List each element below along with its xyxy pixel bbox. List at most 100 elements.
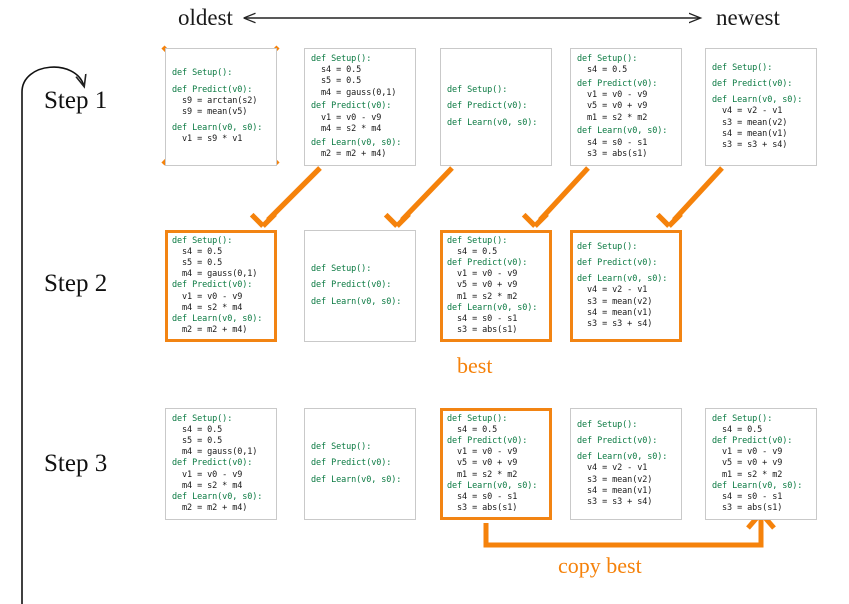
code-line: def Predict(v0): [172,280,253,291]
code-line: s4 = mean(v1) [577,307,653,318]
code-line: def Setup(): [712,413,773,424]
code-line: def Predict(v0): [712,436,793,446]
code-line: def Predict(v0): [712,78,793,89]
code-line: s3 = s3 + s4) [577,319,653,329]
code-line: v5 = v0 + v9 [577,101,648,112]
code-line: s3 = mean(v2) [712,117,788,128]
code-line: s3 = mean(v2) [577,296,653,307]
code-line: def Learn(v0, s0): [311,296,402,307]
code-line: s9 = mean(v5) [172,107,248,117]
code-line: def Predict(v0): [172,84,253,95]
code-line: m4 = gauss(0,1) [172,447,258,458]
code-line: s3 = abs(s1) [577,148,648,159]
code-line: def Predict(v0): [577,257,658,268]
code-line: m2 = m2 + m4) [172,503,248,514]
program-card[interactable]: def Setup(): def Predict(v0): s9 = arctan… [165,48,277,166]
code-line: def Learn(v0, s0): [577,274,668,285]
code-line: def Learn(v0, s0): [577,126,668,137]
code-line: def Predict(v0): [311,101,392,112]
code-line: m4 = gauss(0,1) [172,269,258,280]
code-line: m1 = s2 * m2 [712,469,783,480]
code-line: def Learn(v0, s0): [447,480,538,491]
program-card[interactable]: def Setup():def Predict(v0):def Learn(v0… [705,48,817,166]
program-card[interactable]: def Setup(): def Predict(v0): def Learn(v0… [304,230,416,342]
code-line: v1 = s9 * v1 [172,134,243,145]
code-line: s3 = s3 + s4) [712,140,788,150]
code-line: s4 = s0 - s1 [577,137,648,148]
code-line: s4 = 0.5 [172,246,223,257]
survival-arrow-1 [249,166,322,228]
code-line: v1 = v0 - v9 [577,90,648,101]
code-line: m4 = s2 * m4 [172,480,243,491]
code-line: def Learn(v0, s0): [172,492,263,503]
code-line: def Learn(v0, s0): [447,117,538,128]
code-line: def Setup(): [172,68,233,79]
code-line: s4 = s0 - s1 [712,492,783,503]
code-line: def Learn(v0, s0): [172,123,263,134]
best-annotation-label: best [457,353,493,378]
code-line: def Setup(): [311,442,372,453]
code-line: s4 = s0 - s1 [447,314,518,325]
code-line: def Setup(): [447,413,508,424]
program-card[interactable]: def Setup():def Predict(v0):def Learn(v0… [304,408,416,520]
program-card[interactable]: def Setup(): s4 = 0.5 s5 = 0.5 m4 = gaus… [165,230,277,342]
code-line: def Setup(): [311,264,372,275]
code-line: m4 = s2 * m4 [311,123,382,134]
code-line: m2 = m2 + m4) [311,148,387,159]
code-line: def Setup(): [577,54,638,64]
program-card[interactable]: def Setup(): s4 = 0.5 s5 = 0.5 m4 = gaus… [165,408,277,520]
code-line: m1 = s2 * m2 [447,291,518,302]
program-card[interactable]: def Setup(): s4 = 0.5 s5 = 0.5 m4 = gaus… [304,48,416,166]
code-line: def Predict(v0): [447,258,528,268]
code-line: m1 = s2 * m2 [447,469,518,480]
program-card[interactable]: def Setup():def Predict(v0):def Learn(v0… [570,408,682,520]
code-line: s4 = 0.5 [447,246,498,257]
code-line: v5 = v0 + v9 [712,458,783,469]
code-line: def Predict(v0): [311,458,392,469]
code-line: v1 = v0 - v9 [311,112,382,123]
code-line: v1 = v0 - v9 [447,269,518,280]
code-line: m4 = s2 * m4 [172,302,243,313]
code-line: def Setup(): [577,241,638,252]
code-line: v1 = v0 - v9 [712,447,783,458]
survival-arrow-2 [383,166,454,228]
code-line: v5 = v0 + v9 [447,458,518,469]
code-line: s4 = 0.5 [311,65,362,76]
code-line: def Setup(): [447,85,508,96]
code-line: s9 = arctan(s2) [172,95,258,106]
code-line: s4 = 0.5 [712,424,763,435]
code-line: s4 = 0.5 [447,424,498,435]
code-line: v5 = v0 + v9 [447,280,518,291]
code-line: s3 = abs(s1) [447,325,518,336]
code-line: s3 = mean(v2) [577,474,653,485]
step-label-3: Step 3 [44,450,108,477]
survival-arrow-3 [521,166,590,228]
code-line: m4 = gauss(0,1) [311,87,397,98]
code-line: s5 = 0.5 [172,436,223,446]
code-line: def Predict(v0): [311,280,392,291]
code-line: v1 = v0 - v9 [447,447,518,458]
code-line: m1 = s2 * m2 [577,112,648,123]
code-line: def Learn(v0, s0): [577,452,668,463]
code-line: s3 = abs(s1) [712,503,783,514]
program-card[interactable]: def Setup(): def Predict(v0): def Learn(v0… [570,230,682,342]
code-line: def Learn(v0, s0): [712,480,803,491]
code-line: s3 = abs(s1) [447,503,518,514]
code-line: s4 = 0.5 [577,65,628,76]
code-line: v4 = v2 - v1 [577,285,648,296]
code-line: v4 = v2 - v1 [577,463,648,474]
left-spine-arrow-icon [21,66,84,604]
code-line: v1 = v0 - v9 [172,291,243,302]
code-line: def Predict(v0): [577,435,658,446]
program-card[interactable]: def Setup(): def Predict(v0): def Learn(v0… [440,48,552,166]
code-line: s5 = 0.5 [311,76,362,87]
code-line: def Predict(v0): [447,101,528,112]
code-line: s5 = 0.5 [172,258,223,268]
code-line: def Learn(v0, s0): [311,137,402,148]
step-label-2: Step 2 [44,270,108,297]
code-line: v1 = v0 - v9 [172,469,243,480]
